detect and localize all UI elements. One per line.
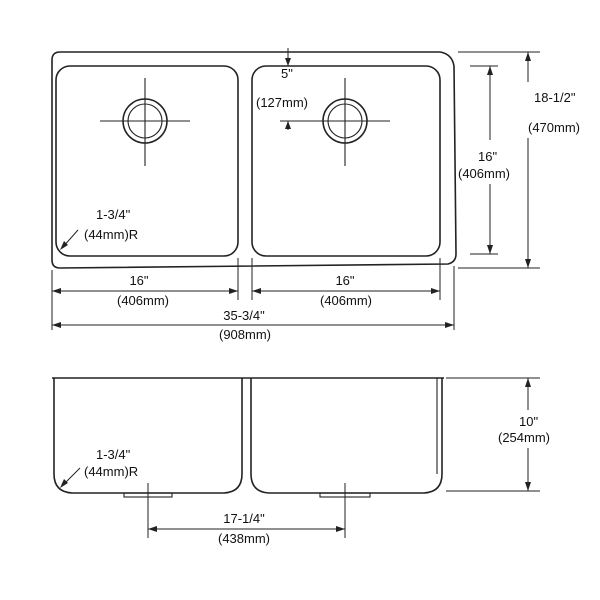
front-left-bowl xyxy=(53,378,243,494)
front-corner-radius-callout: 1-3/4" (44mm)R xyxy=(60,447,138,488)
overall-width-metric: (908mm) xyxy=(219,327,271,342)
front-right-bowl xyxy=(250,378,443,494)
drain-offset-dimension: 5" (127mm) xyxy=(256,48,308,130)
bowl-height-metric: (254mm) xyxy=(498,430,550,445)
overall-width-imperial: 35-3/4" xyxy=(223,308,265,323)
front-view: 10" (254mm) 1-3/4" (44mm)R 17-1/4" (438m… xyxy=(52,377,550,546)
drain-spacing-metric: (438mm) xyxy=(218,531,270,546)
right-bowl-width-metric: (406mm) xyxy=(320,293,372,308)
bowl-depth-dimension: 16" (406mm) xyxy=(458,65,510,255)
drain-offset-metric: (127mm) xyxy=(256,95,308,110)
top-view: 5" (127mm) 1-3/4" (44mm)R 16" (406mm) xyxy=(51,48,580,342)
front-corner-radius-imperial: 1-3/4" xyxy=(96,447,131,462)
bowl-depth-metric: (406mm) xyxy=(458,166,510,181)
right-bowl xyxy=(251,65,441,257)
overall-depth-metric: (470mm) xyxy=(528,120,580,135)
left-bowl xyxy=(55,65,239,257)
overall-width-dimension: 35-3/4" (908mm) xyxy=(52,308,454,342)
top-corner-radius-imperial: 1-3/4" xyxy=(96,207,131,222)
left-drain-icon xyxy=(100,78,190,166)
left-bowl-width-dimension: 16" (406mm) xyxy=(52,273,238,308)
front-corner-radius-metric: (44mm)R xyxy=(84,464,138,479)
drain-spacing-imperial: 17-1/4" xyxy=(223,511,265,526)
drain-spacing-dimension: 17-1/4" (438mm) xyxy=(147,483,346,546)
bowl-height-imperial: 10" xyxy=(519,414,538,429)
bowl-depth-imperial: 16" xyxy=(478,149,497,164)
top-corner-radius-metric: (44mm)R xyxy=(84,227,138,242)
overall-depth-dimension: 18-1/2" (470mm) xyxy=(458,51,580,269)
sink-flange-outline xyxy=(51,51,457,269)
bowl-height-dimension: 10" (254mm) xyxy=(446,377,550,492)
left-bowl-width-metric: (406mm) xyxy=(117,293,169,308)
right-bowl-width-imperial: 16" xyxy=(335,273,354,288)
top-corner-radius-callout: 1-3/4" (44mm)R xyxy=(60,207,138,250)
right-bowl-width-dimension: 16" (406mm) xyxy=(252,273,440,308)
left-bowl-width-imperial: 16" xyxy=(129,273,148,288)
overall-depth-imperial: 18-1/2" xyxy=(534,90,576,105)
right-drain-icon xyxy=(288,78,390,166)
drain-offset-imperial: 5" xyxy=(281,66,293,81)
